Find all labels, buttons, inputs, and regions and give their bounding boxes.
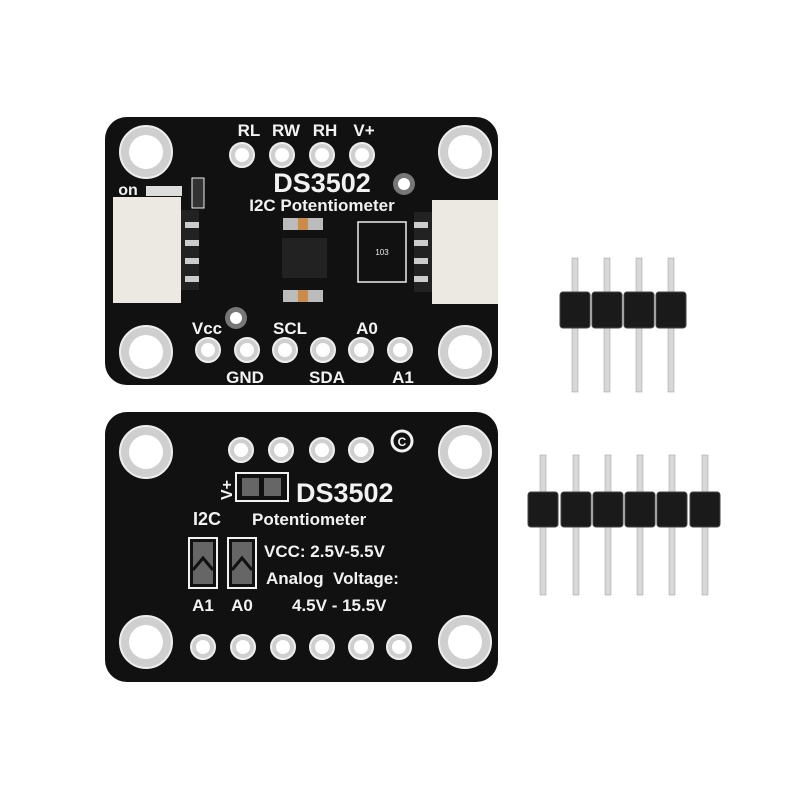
pin-label-vplus: V+ [353, 121, 374, 140]
pin-label-sda: SDA [309, 368, 345, 387]
pin-label-vcc: Vcc [192, 319, 222, 338]
bottom-board: C V+ DS3502 I2C Potentiometer A1 A0 VCC:… [105, 412, 498, 682]
solder-jumper-vplus [235, 472, 289, 502]
board-title: DS3502 [273, 168, 371, 198]
pin-header-6 [527, 454, 721, 596]
resistor-array [357, 221, 407, 283]
resistor-marking: 103 [375, 248, 389, 257]
ic-chip [282, 238, 327, 278]
top-board: 103 RL RW RH V+ DS3502 I2C Potentiometer… [105, 117, 498, 387]
pcb-back [105, 412, 498, 682]
header-plastic [560, 491, 592, 528]
pin-header-4 [559, 257, 687, 393]
header-plastic [592, 491, 624, 528]
pin-label-rw: RW [272, 121, 301, 140]
pin-label-scl: SCL [273, 319, 307, 338]
logo-icon [390, 429, 414, 453]
solder-jumper-address [227, 537, 257, 589]
pin-label-rl: RL [238, 121, 261, 140]
jumper-label-vplus: V+ [219, 480, 236, 500]
logo-letter: C [398, 435, 407, 449]
analog-range: 4.5V - 15.5V [292, 596, 387, 615]
left-connector [113, 197, 199, 303]
led-label: on [118, 182, 138, 199]
solder-jumper-address [188, 537, 218, 589]
pin-label-rh: RH [313, 121, 338, 140]
header-plastic [527, 491, 559, 528]
pin-label-a1: A1 [392, 368, 414, 387]
pin-label-gnd: GND [226, 368, 264, 387]
vcc-spec: VCC: 2.5V-5.5V [264, 542, 386, 561]
jumper-label-a1: A1 [192, 596, 214, 615]
back-prefix: I2C [193, 509, 221, 529]
header-plastic [559, 291, 591, 329]
led [146, 186, 182, 196]
back-subtitle: Potentiometer [252, 510, 367, 529]
pin-label-a0: A0 [356, 319, 378, 338]
jumper-label-a0: A0 [231, 596, 253, 615]
board-subtitle: I2C Potentiometer [249, 196, 395, 215]
header-plastic [591, 291, 623, 329]
header-plastic [624, 491, 656, 528]
header-plastic [689, 491, 721, 528]
header-plastic [655, 291, 687, 329]
back-title: DS3502 [296, 478, 394, 508]
header-plastic [656, 491, 688, 528]
analog-label: Analog Voltage: [266, 569, 399, 588]
header-plastic [623, 291, 655, 329]
smd-resistor [191, 177, 205, 209]
right-connector [414, 200, 498, 304]
